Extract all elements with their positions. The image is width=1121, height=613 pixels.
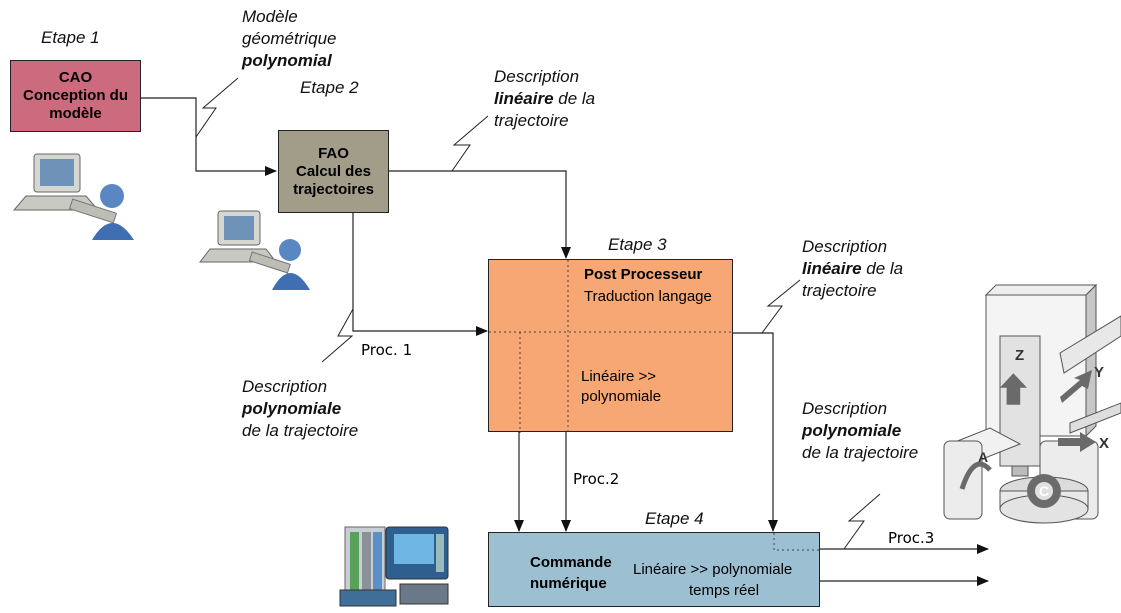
cnc-box: Commande numérique Linéaire >> polynomia… xyxy=(488,532,821,607)
arrow-cao-fao xyxy=(141,97,277,176)
machine-5-axis-icon: Z Y X A C xyxy=(943,283,1121,524)
proc-3-label: Proc.3 xyxy=(888,529,935,547)
step-2-label: Etape 2 xyxy=(300,78,359,97)
computer-icon xyxy=(12,153,134,240)
desc-linear-1: Description linéaire de la trajectoire xyxy=(494,66,595,132)
cnc-text-2: temps réel xyxy=(689,582,760,599)
axis-z-label: Z xyxy=(1015,347,1024,364)
desc-2-line-2: linéaire de la xyxy=(494,88,595,110)
cao-line-1: CAO xyxy=(58,69,93,86)
pp-subtitle: Traduction langage xyxy=(584,288,712,305)
fao-line-3: trajectoires xyxy=(293,180,374,198)
desc-2-bold: linéaire xyxy=(494,89,554,108)
axis-x-label: X xyxy=(1099,435,1109,452)
desc-3-line-1: Description xyxy=(802,237,888,256)
fao-box: FAO Calcul des trajectoires xyxy=(278,130,389,213)
axis-a-label: A xyxy=(978,449,988,465)
zigzag-d3 xyxy=(761,279,801,334)
proc-2-label: Proc.2 xyxy=(573,470,620,488)
arrow-fao-pp-proc1 xyxy=(352,213,488,336)
desc-3-line-3: trajectoire xyxy=(802,281,877,300)
fao-line-2: Calcul des xyxy=(295,162,372,180)
desc-2-line-3: trajectoire xyxy=(494,111,569,130)
desc-polynomial-1: Description polynomiale de la trajectoir… xyxy=(242,376,358,442)
step-3-label: Etape 3 xyxy=(608,235,667,254)
zigzag-d5 xyxy=(843,493,881,550)
desc-5-line-3: de la trajectoire xyxy=(802,443,919,462)
desc-model-polynomial: Modèle géométrique polynomial xyxy=(242,6,337,72)
desc-polynomial-2: Description polynomiale de la trajectoir… xyxy=(802,398,918,464)
cnc-text-1: Linéaire >> polynomiale xyxy=(633,561,793,578)
desc-4-line-1: Description xyxy=(242,377,328,396)
cao-line-2: Conception du xyxy=(23,87,128,104)
cao-line-3: modèle xyxy=(49,105,102,122)
desc-3-bold: linéaire xyxy=(802,259,862,278)
desc-4-line-3: de la trajectoire xyxy=(242,421,359,440)
desc-1-line-3: polynomial xyxy=(242,51,332,70)
zigzag-d1 xyxy=(195,77,239,138)
cnc-controller-icon xyxy=(339,526,449,607)
desc-5-line-2: polynomiale xyxy=(802,421,902,440)
desc-3-rest: de la xyxy=(861,259,904,278)
arrow-pp-cn-3 xyxy=(733,332,778,532)
desc-3-line-2: linéaire de la xyxy=(802,258,903,280)
desc-5-line-1: Description xyxy=(802,399,888,418)
cnc-dotted-divider xyxy=(773,533,821,551)
step-1-label: Etape 1 xyxy=(41,28,100,47)
desc-1-line-1: Modèle xyxy=(242,7,298,26)
pp-dotted-dividers xyxy=(489,260,734,433)
arrow-fao-pp xyxy=(389,170,571,259)
post-processor-box: Post Processeur Traduction langage Linéa… xyxy=(488,259,734,433)
desc-2-line-1: Description xyxy=(494,67,580,86)
pp-linear-2: polynomiale xyxy=(581,388,662,405)
desc-linear-2: Description linéaire de la trajectoire xyxy=(802,236,903,302)
cnc-title-2: numérique xyxy=(530,575,607,592)
desc-2-rest: de la xyxy=(553,89,596,108)
computer-icon xyxy=(198,210,310,290)
step-4-label: Etape 4 xyxy=(645,509,704,528)
cnc-title-1: Commande xyxy=(530,554,612,571)
zigzag-d2 xyxy=(451,115,489,172)
proc-1-label: Proc. 1 xyxy=(361,341,413,359)
pp-title: Post Processeur xyxy=(584,266,703,283)
zigzag-d4 xyxy=(321,308,354,363)
cao-box: CAO Conception du modèle xyxy=(10,60,141,132)
pp-linear-1: Linéaire >> xyxy=(581,368,657,385)
desc-4-line-2: polynomiale xyxy=(242,399,342,418)
axis-c-label: C xyxy=(1039,483,1049,499)
axis-y-label: Y xyxy=(1094,364,1104,381)
fao-line-1: FAO xyxy=(318,144,349,162)
desc-1-line-2: géométrique xyxy=(242,29,337,48)
